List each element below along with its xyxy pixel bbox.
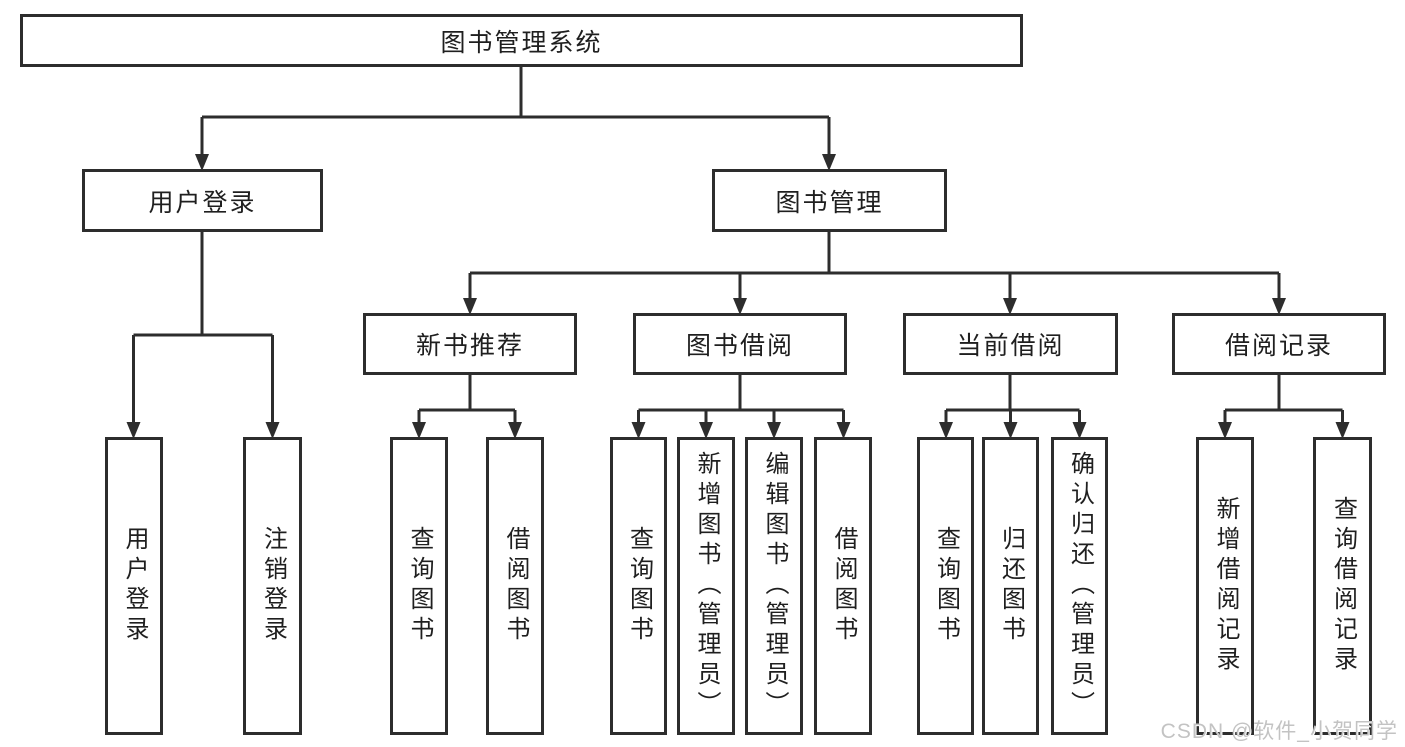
leaf-add-book-admin: 新增图书（管理员） — [677, 437, 735, 735]
leaf-query-books-borrow: 查询图书 — [610, 437, 667, 735]
leaf-confirm-return-admin: 确认归还（管理员） — [1051, 437, 1108, 735]
node-current-borrow-label: 当前借阅 — [956, 332, 1065, 360]
node-borrow-records-label: 借阅记录 — [1224, 332, 1333, 360]
node-book-borrow: 图书借阅 — [633, 313, 847, 375]
node-current-borrow: 当前借阅 — [903, 313, 1118, 375]
csdn-watermark: CSDN @软件_小贺同学 — [1160, 720, 1398, 743]
node-book-borrow-label: 图书借阅 — [685, 332, 794, 360]
node-book-management-label: 图书管理 — [775, 188, 884, 217]
leaf-borrow-books-recommend-label: 借阅图书 — [502, 526, 529, 646]
leaf-return-book-label: 归还图书 — [997, 526, 1025, 646]
node-book-management: 图书管理 — [712, 169, 947, 232]
arrowheads — [126, 154, 1350, 439]
leaf-borrow-books-label: 借阅图书 — [830, 526, 857, 646]
connector-segments — [132, 67, 1344, 425]
leaf-query-books-borrow-label: 查询图书 — [625, 526, 653, 646]
node-system-root: 图书管理系统 — [20, 14, 1023, 67]
leaf-edit-book-admin-label: 编辑图书（管理员） — [761, 451, 788, 721]
leaf-query-books-recommend: 查询图书 — [390, 437, 448, 735]
leaf-query-borrow-record: 查询借阅记录 — [1313, 437, 1372, 735]
leaf-edit-book-admin: 编辑图书（管理员） — [745, 437, 803, 735]
leaf-add-book-admin-label: 新增图书（管理员） — [693, 451, 720, 721]
leaf-query-books-current-label: 查询图书 — [932, 526, 960, 646]
leaf-confirm-return-admin-label: 确认归还（管理员） — [1066, 451, 1094, 721]
leaf-query-borrow-record-label: 查询借阅记录 — [1329, 496, 1357, 676]
leaf-add-borrow-record: 新增借阅记录 — [1196, 437, 1254, 735]
leaf-add-borrow-record-label: 新增借阅记录 — [1212, 496, 1239, 676]
leaf-logout-label: 注销登录 — [259, 526, 287, 646]
leaf-borrow-books: 借阅图书 — [814, 437, 872, 735]
node-user-login: 用户登录 — [82, 169, 323, 232]
leaf-user-login: 用户登录 — [105, 437, 163, 735]
node-system-root-label: 图书管理系统 — [440, 28, 603, 57]
leaf-borrow-books-recommend: 借阅图书 — [486, 437, 544, 735]
node-new-book-recommend-label: 新书推荐 — [415, 332, 524, 360]
leaf-return-book: 归还图书 — [982, 437, 1039, 735]
leaf-user-login-label: 用户登录 — [121, 526, 148, 646]
node-user-login-label: 用户登录 — [148, 188, 257, 217]
leaf-query-books-current: 查询图书 — [917, 437, 974, 735]
leaf-logout: 注销登录 — [243, 437, 302, 735]
node-borrow-records: 借阅记录 — [1172, 313, 1386, 375]
leaf-query-books-recommend-label: 查询图书 — [406, 526, 433, 646]
node-new-book-recommend: 新书推荐 — [363, 313, 577, 375]
